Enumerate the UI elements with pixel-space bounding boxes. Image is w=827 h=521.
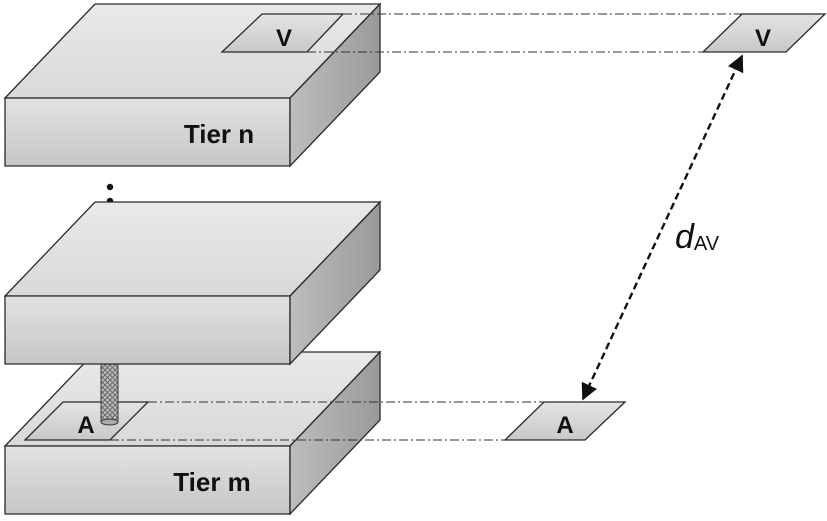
distance-subscript: AV — [694, 233, 720, 255]
tier-m-side-face — [289, 350, 381, 516]
middle-tier-side-face — [289, 200, 381, 366]
distance-label: dAV — [675, 218, 720, 256]
middle-tier-front-face — [4, 295, 291, 365]
middle-tier-block — [3, 200, 382, 366]
pad-v-label: V — [276, 25, 292, 52]
pad-a-projected: A — [503, 401, 627, 441]
distance-symbol: d — [675, 218, 695, 256]
tier-m-label: Tier m — [173, 467, 251, 497]
tier-n-label: Tier n — [184, 119, 254, 149]
through-silicon-via — [100, 363, 119, 426]
pad-v-projected-label: V — [755, 25, 771, 52]
pad-a-label: A — [77, 412, 94, 439]
tier-n-side-face — [289, 2, 381, 168]
pad-a-projected-label: A — [556, 412, 573, 439]
tier-m-block: Tier m — [3, 350, 382, 516]
pad-v-projected: V — [701, 13, 827, 53]
distance-arrow — [581, 54, 744, 401]
